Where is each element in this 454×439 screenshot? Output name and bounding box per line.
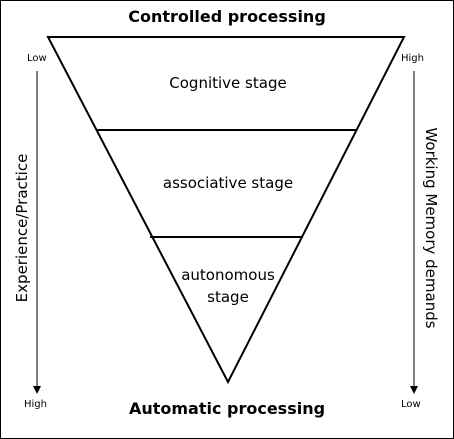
left-axis-arrowhead [33, 386, 41, 394]
stage-label-cognitive: Cognitive stage [169, 74, 287, 92]
top-title: Controlled processing [128, 7, 326, 26]
stage-label-autonomous: autonomous stage [181, 266, 275, 306]
left-axis-end-label: High [24, 399, 47, 410]
right-axis-arrowhead [410, 386, 418, 394]
inverted-triangle [46, 36, 406, 385]
right-axis-label: Working Memory demands [422, 127, 440, 329]
stage-label-associative: associative stage [162, 174, 294, 192]
left-axis-label: Experience/Practice [13, 153, 31, 303]
bottom-title: Automatic processing [128, 399, 326, 418]
right-axis-end-label: Low [401, 399, 421, 410]
right-axis-start-label: High [401, 53, 424, 64]
left-axis-start-label: Low [27, 53, 47, 64]
